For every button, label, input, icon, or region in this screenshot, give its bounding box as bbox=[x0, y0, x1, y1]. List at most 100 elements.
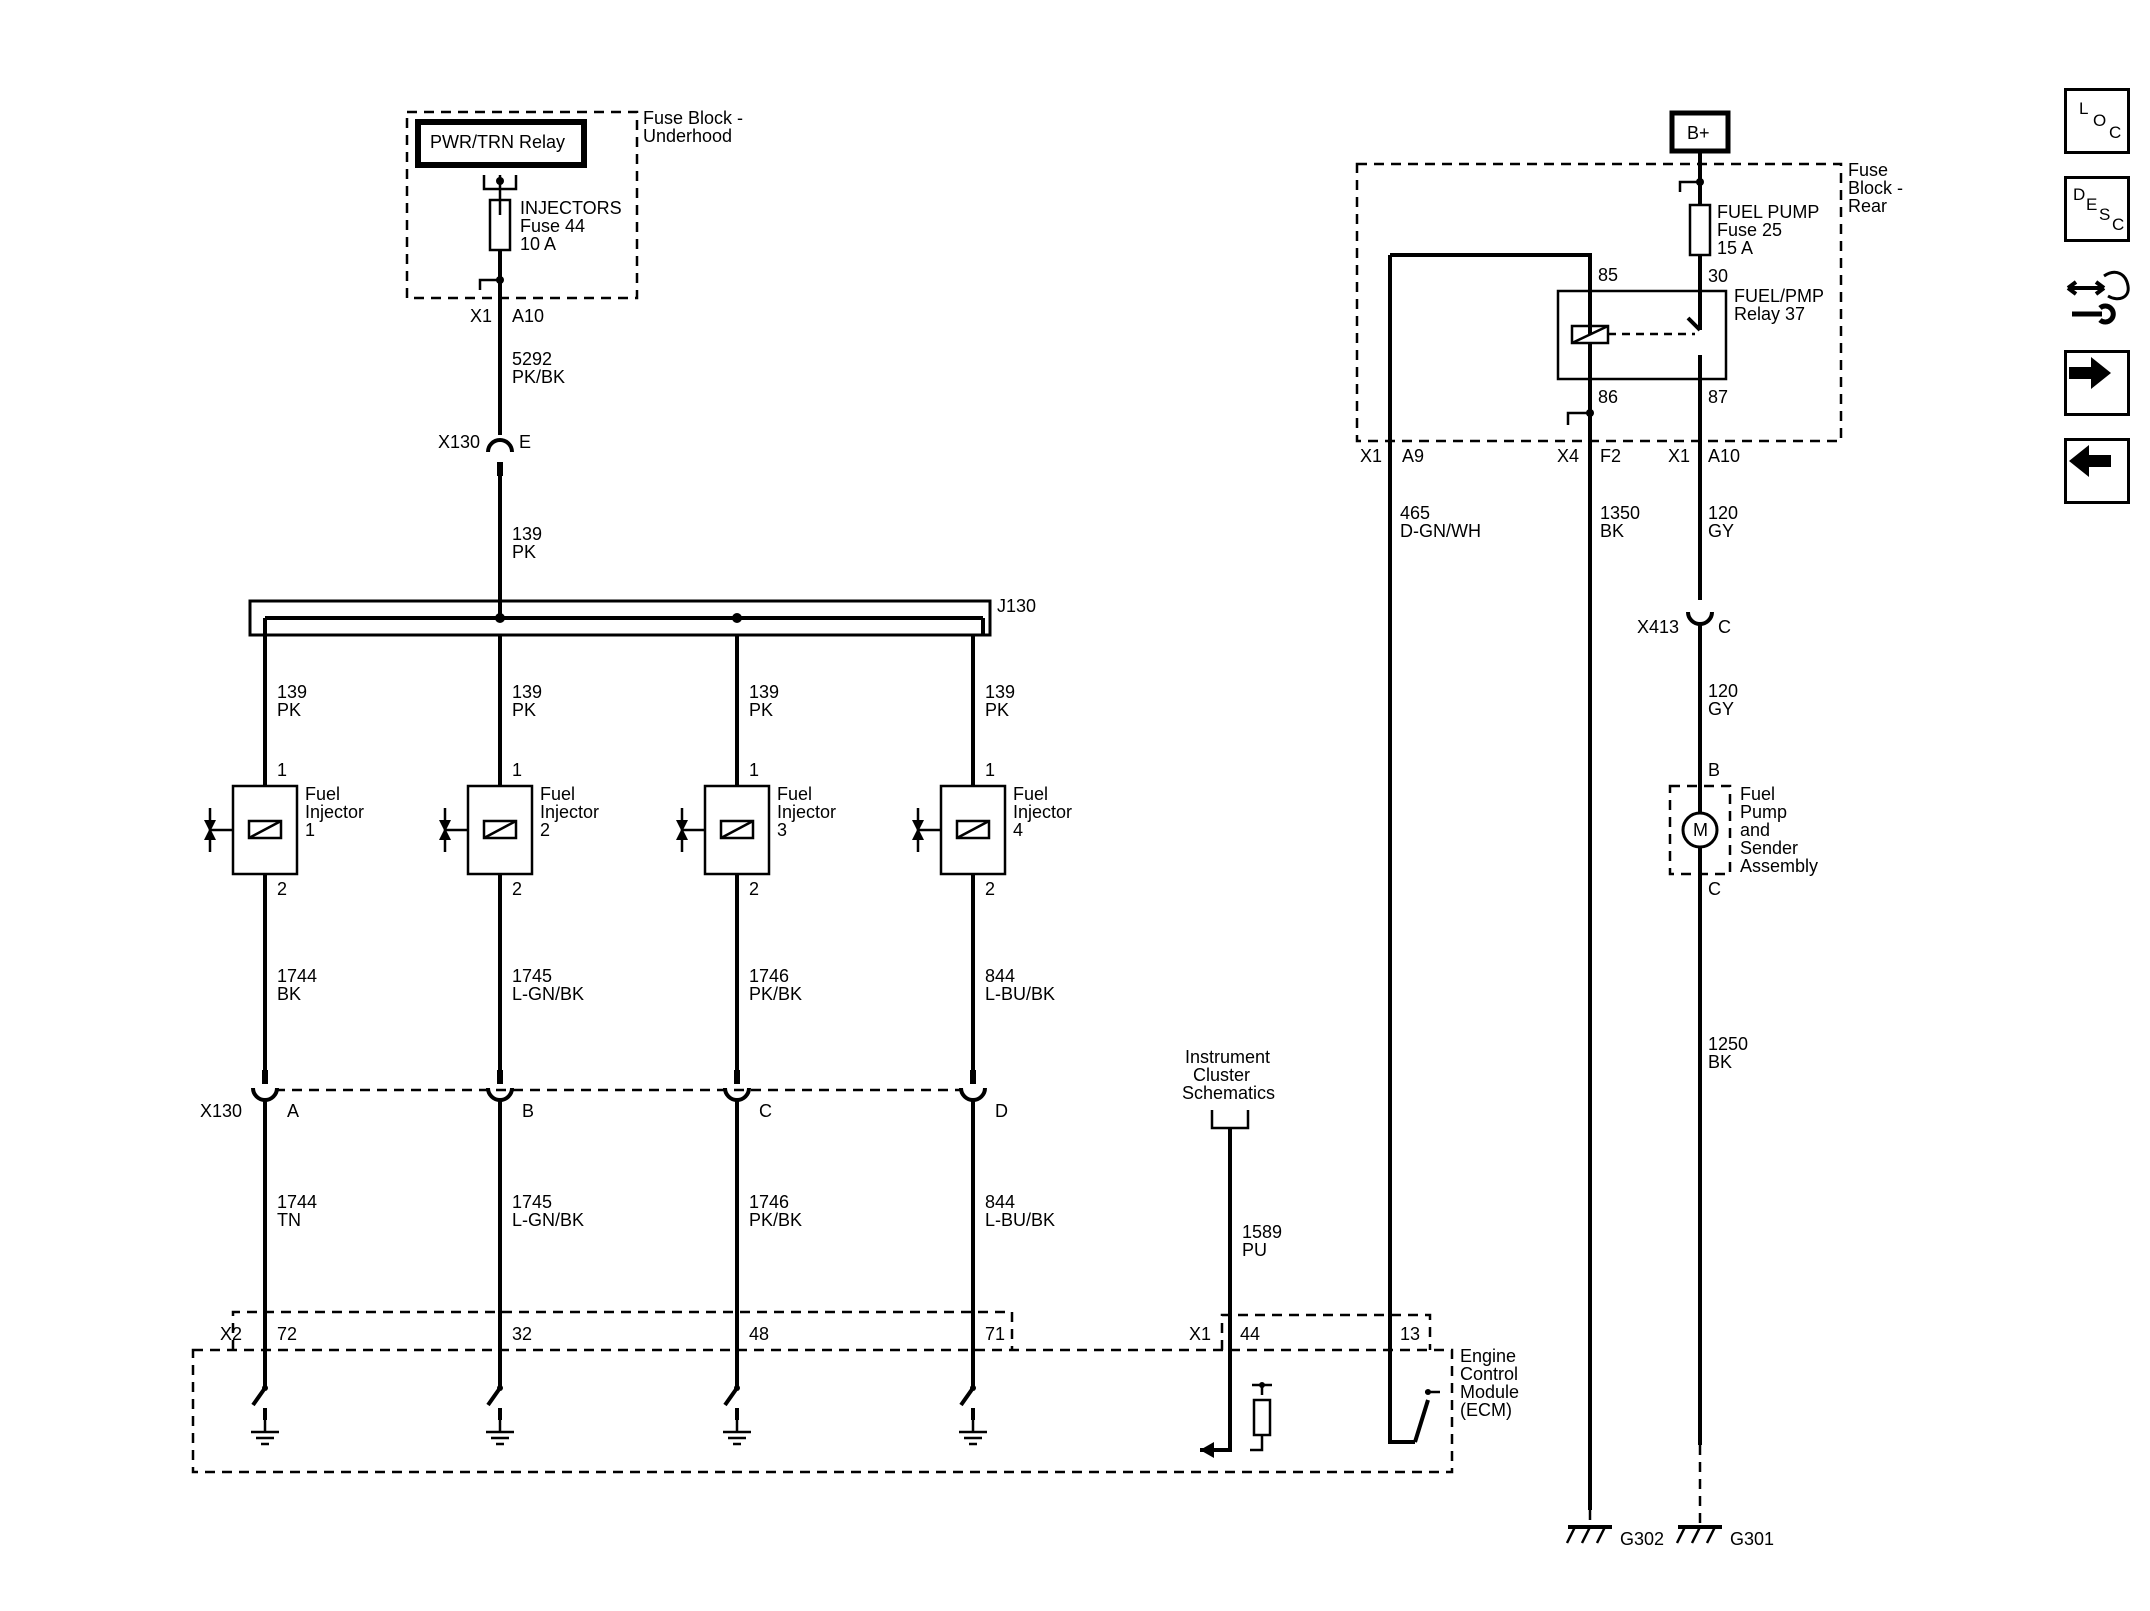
fuse-block-rear-label-1: Fuse bbox=[1848, 160, 1888, 180]
x130-top-pin: E bbox=[519, 432, 531, 452]
battery-label: B+ bbox=[1687, 123, 1710, 143]
injector-3-ground-icon bbox=[723, 1420, 751, 1446]
instrument-cluster-label-3: Schematics bbox=[1182, 1083, 1275, 1103]
injector-4-feed-color: PK bbox=[985, 700, 1009, 720]
x413-label: X413 bbox=[1637, 617, 1679, 637]
relay-pin-30: 30 bbox=[1708, 266, 1728, 286]
ecm-label-1: Engine bbox=[1460, 1346, 1516, 1366]
rear-pin-a10: A10 bbox=[1708, 446, 1740, 466]
injector-2-pin-2: 2 bbox=[512, 879, 522, 899]
x130-pin-4: D bbox=[995, 1101, 1008, 1121]
injector-4-pin-1: 1 bbox=[985, 760, 995, 780]
arrow-right-icon[interactable] bbox=[2064, 350, 2130, 416]
injectors-fuse-rating: 10 A bbox=[520, 234, 556, 254]
ecm-label-4: (ECM) bbox=[1460, 1400, 1512, 1420]
injector-2-feed-circuit: 139 bbox=[512, 682, 542, 702]
loc-letter-c: C bbox=[2109, 123, 2122, 142]
ecm-pin-44: 44 bbox=[1240, 1324, 1260, 1344]
injector-1-out-circuit: 1744 bbox=[277, 966, 317, 986]
rear-pin-a9: A9 bbox=[1402, 446, 1424, 466]
instrument-cluster-label-1: Instrument bbox=[1185, 1047, 1270, 1067]
injector-3-out-circuit: 1746 bbox=[749, 966, 789, 986]
ground-g301: G301 bbox=[1675, 1525, 1774, 1549]
pwr-trn-relay-label: PWR/TRN Relay bbox=[430, 132, 565, 152]
fuse-block-rear-label-2: Block - bbox=[1848, 178, 1903, 198]
injector-2-feed-color: PK bbox=[512, 700, 536, 720]
fuel-pump-label-3: and bbox=[1740, 820, 1770, 840]
x130-pin-2: B bbox=[522, 1101, 534, 1121]
splice-j130: J130 bbox=[248, 596, 1036, 637]
motor-icon bbox=[1681, 811, 1719, 849]
ground-g302-label: G302 bbox=[1620, 1529, 1664, 1549]
injector-2-name-2: Injector bbox=[540, 802, 599, 822]
rear-connector-x1-b: X1 bbox=[1668, 446, 1690, 466]
ecm-pin-71: 71 bbox=[985, 1324, 1005, 1344]
injector-2-name-1: Fuel bbox=[540, 784, 575, 804]
splice-label: J130 bbox=[997, 596, 1036, 616]
ecm-connector-x2: X2 bbox=[220, 1324, 242, 1344]
relay-pin-86: 86 bbox=[1598, 387, 1618, 407]
fuse-block-pin-a10: A10 bbox=[512, 306, 544, 326]
injector-1-pin-2: 2 bbox=[277, 879, 287, 899]
injector-3-name-1: Fuel bbox=[777, 784, 812, 804]
x130-pin-A-connector bbox=[251, 1087, 279, 1102]
relay-pin-87: 87 bbox=[1708, 387, 1728, 407]
injector-4-pin-2: 2 bbox=[985, 879, 995, 899]
ecm-wire-4-circuit: 844 bbox=[985, 1192, 1015, 1212]
injector-3-pin-1: 1 bbox=[749, 760, 759, 780]
injector-2-ground-icon bbox=[486, 1420, 514, 1446]
injector-4-name-2: Injector bbox=[1013, 802, 1072, 822]
wire-1589-circuit: 1589 bbox=[1242, 1222, 1282, 1242]
ecm-label-2: Control bbox=[1460, 1364, 1518, 1384]
ecm-wire-3-circuit: 1746 bbox=[749, 1192, 789, 1212]
injector-4-out-circuit: 844 bbox=[985, 966, 1015, 986]
wire-139-circuit: 139 bbox=[512, 524, 542, 544]
fuse-block-underhood-label-2: Underhood bbox=[643, 126, 732, 146]
wire-139-color: PK bbox=[512, 542, 536, 562]
injectors-fuse-number: Fuse 44 bbox=[520, 216, 585, 236]
x130-top-label: X130 bbox=[438, 432, 480, 452]
injector-1-name-1: Fuel bbox=[305, 784, 340, 804]
injector-2-number: 2 bbox=[540, 820, 550, 840]
desc-icon[interactable]: D E S C bbox=[2064, 176, 2130, 242]
fuse-block-underhood-label-1: Fuse Block - bbox=[643, 108, 743, 128]
wire-1250-color: BK bbox=[1708, 1052, 1732, 1072]
engine-control-module: X2 X1 44 13 Engine Control Module (ECM) bbox=[191, 255, 1519, 1474]
wire-1350-circuit: 1350 bbox=[1600, 503, 1640, 523]
ground-g302: G302 bbox=[1565, 1525, 1664, 1549]
injector-1-feed-circuit: 139 bbox=[277, 682, 307, 702]
injector-3-feed-circuit: 139 bbox=[749, 682, 779, 702]
fuel-pump-pin-b: B bbox=[1708, 760, 1720, 780]
wire-120b-color: GY bbox=[1708, 699, 1734, 719]
injector-1-number: 1 bbox=[305, 820, 315, 840]
injector-1-pin-1: 1 bbox=[277, 760, 287, 780]
injector-4-feed-circuit: 139 bbox=[985, 682, 1015, 702]
fuse-block-underhood: Fuse Block - Underhood PWR/TRN Relay INJ… bbox=[405, 108, 743, 326]
ecm-pin-48: 48 bbox=[749, 1324, 769, 1344]
desc-letter-e: E bbox=[2086, 195, 2098, 214]
loc-letter-l: L bbox=[2079, 99, 2089, 118]
motor-symbol: M bbox=[1693, 820, 1708, 840]
fuel-pump-label-2: Pump bbox=[1740, 802, 1787, 822]
fuel-injectors: 139PK1FuelInjector121744BKA1744TN72139PK… bbox=[204, 636, 1072, 1446]
ecm-pin-72: 72 bbox=[277, 1324, 297, 1344]
wire-1250-circuit: 1250 bbox=[1708, 1034, 1748, 1054]
loc-icon[interactable]: L O C bbox=[2064, 88, 2130, 154]
ecm-wire-1-color: TN bbox=[277, 1210, 301, 1230]
rear-connector-x1-a: X1 bbox=[1360, 446, 1382, 466]
injector-4-name-1: Fuel bbox=[1013, 784, 1048, 804]
fuse-block-rear-label-3: Rear bbox=[1848, 196, 1887, 216]
fuse-block-rear: Fuse Block - Rear FUEL PUMP Fuse 25 15 A… bbox=[1355, 160, 1903, 466]
arrow-left-icon[interactable] bbox=[2064, 438, 2130, 504]
wire-465-circuit: 465 bbox=[1400, 503, 1430, 523]
fuel-injector-4: 139PK1FuelInjector42844L-BU/BKD844L-BU/B… bbox=[912, 636, 1072, 1446]
connector-wrench-icon[interactable] bbox=[2064, 262, 2134, 332]
injector-4-out-color: L-BU/BK bbox=[985, 984, 1055, 1004]
wire-465-color: D-GN/WH bbox=[1400, 521, 1481, 541]
fuel-pump-label-5: Assembly bbox=[1740, 856, 1818, 876]
fuel-pump-assembly: B M Fuel Pump and Sender Assembly C bbox=[1668, 760, 1818, 899]
wire-5292-circuit: 5292 bbox=[512, 349, 552, 369]
wire-120a-color: GY bbox=[1708, 521, 1734, 541]
fuel-pump-fuse-icon bbox=[1688, 203, 1712, 257]
